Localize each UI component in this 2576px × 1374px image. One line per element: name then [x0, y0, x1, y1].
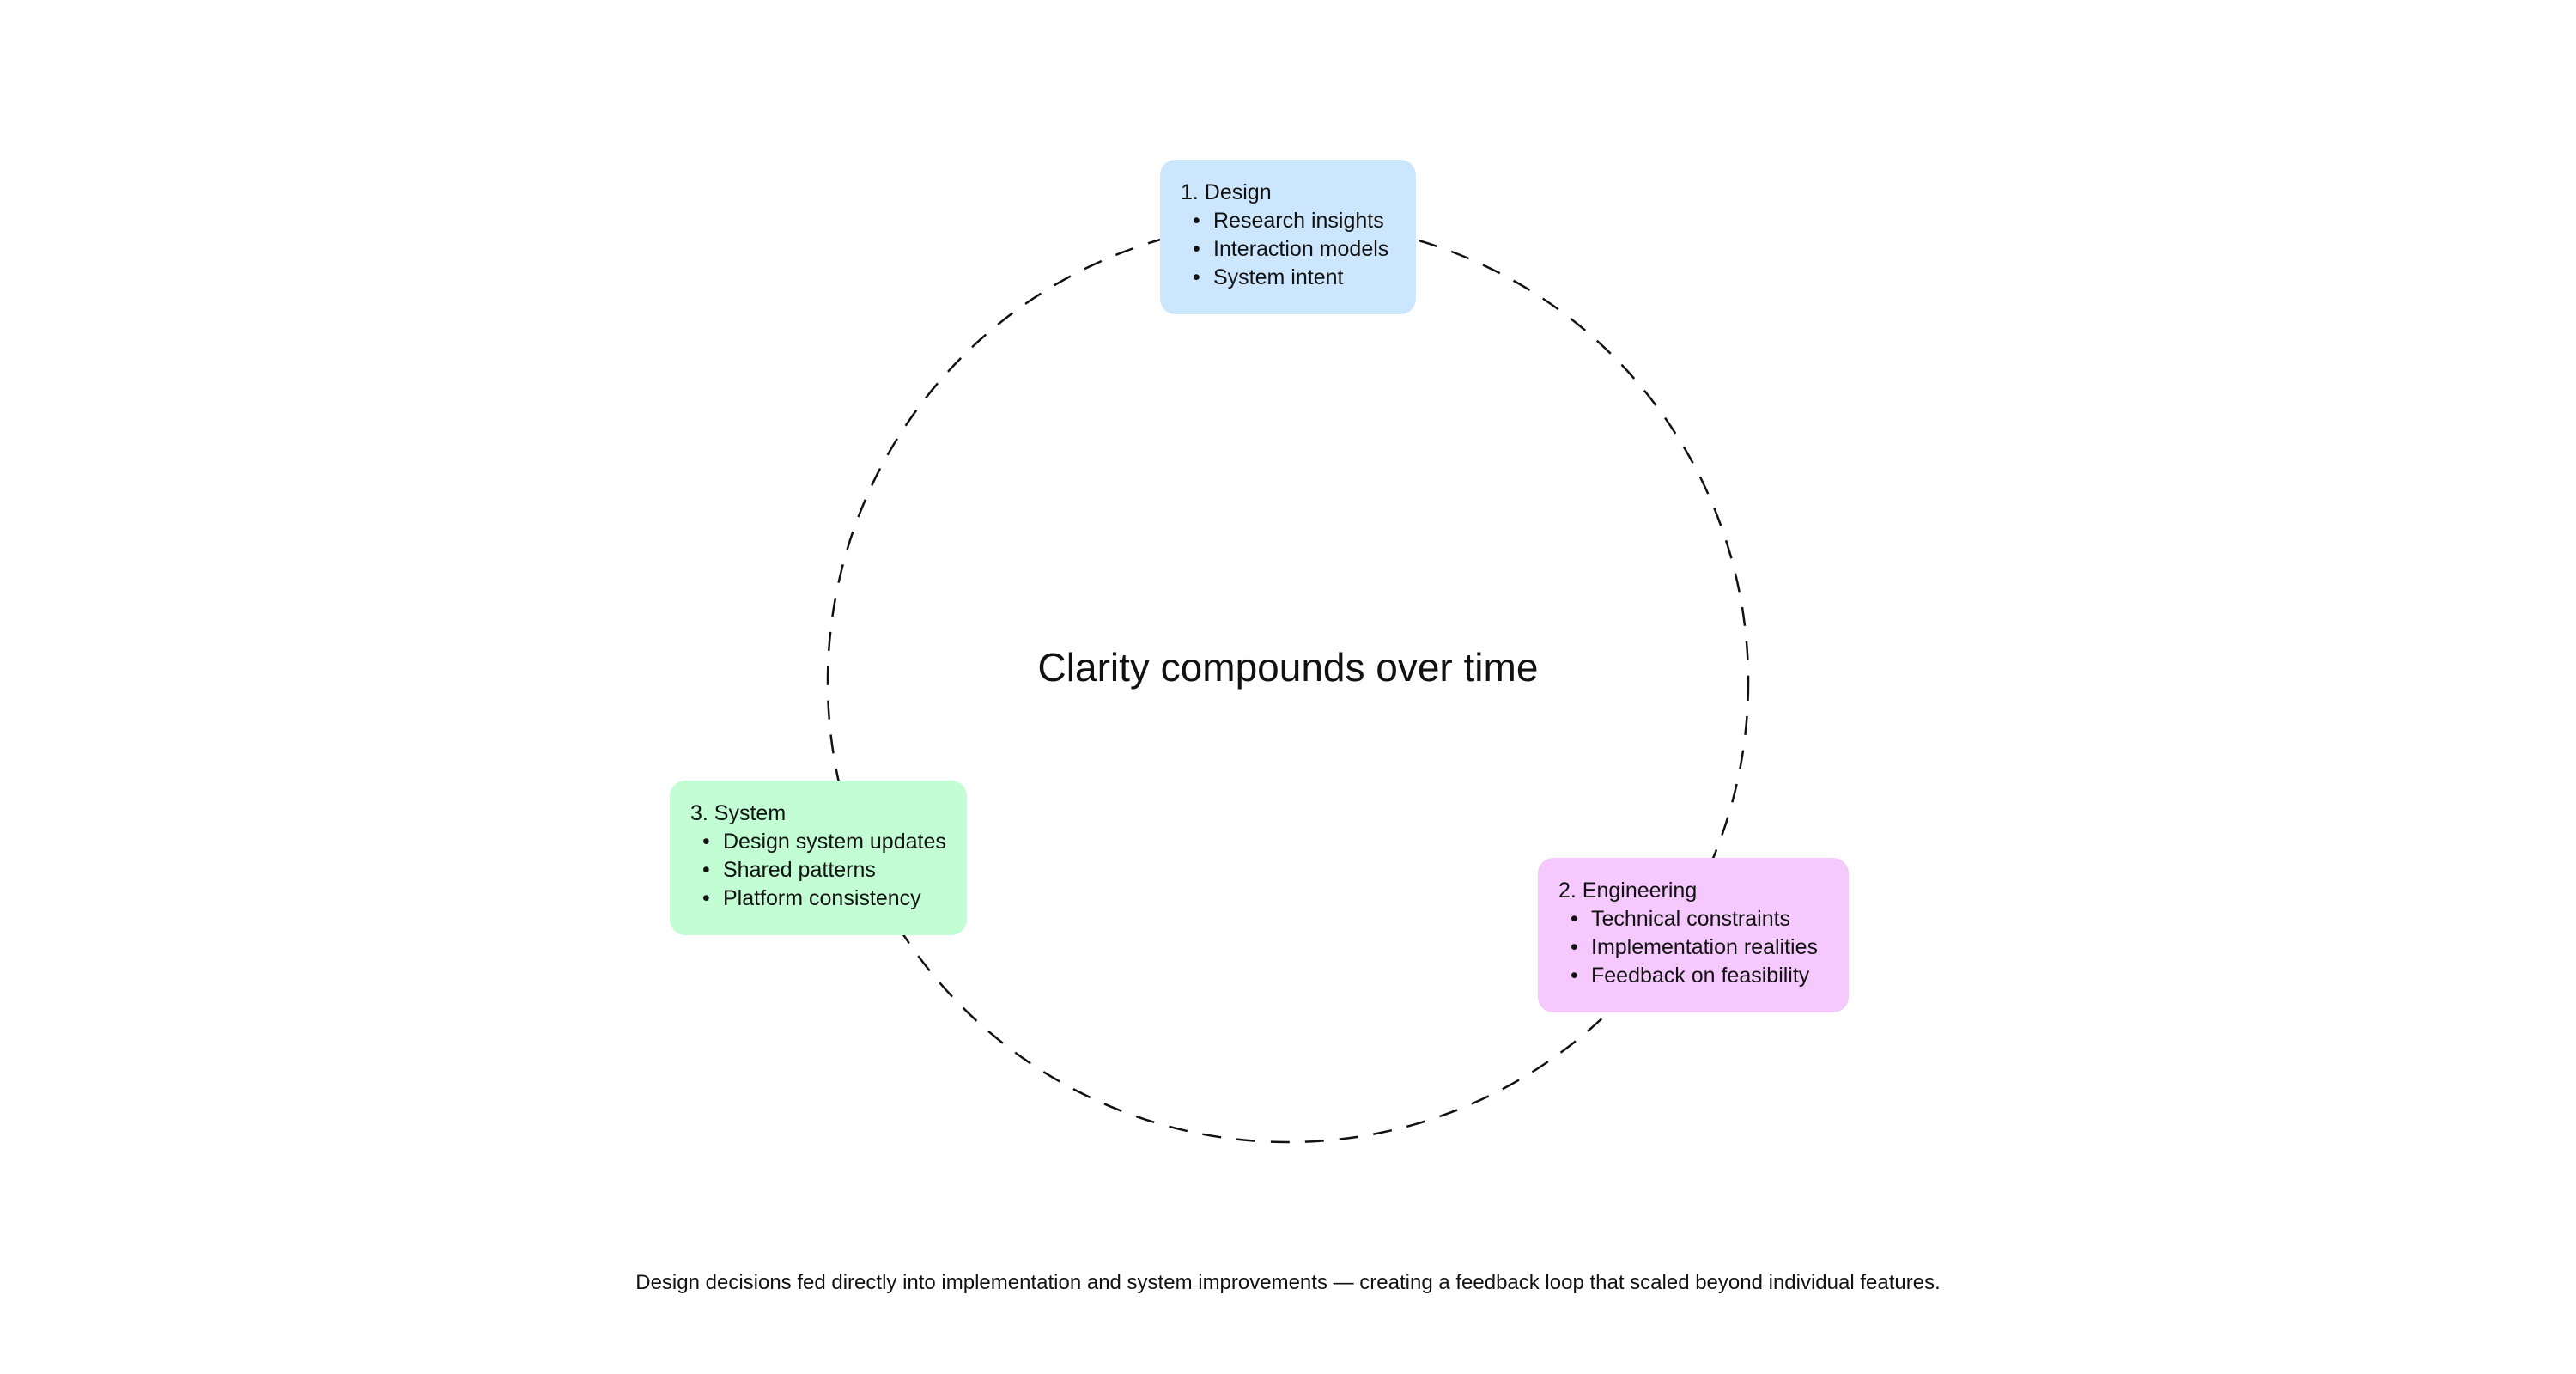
stage-card-system: 3. System Design system updates Shared p…	[670, 781, 967, 935]
stage-title: 2. Engineering	[1558, 879, 1698, 903]
stage-title: 1. Design	[1181, 180, 1272, 204]
stage-item: Technical constraints	[1571, 905, 1828, 933]
stage-item: Interaction models	[1193, 235, 1395, 264]
stage-item: Implementation realities	[1571, 933, 1828, 962]
stage-item: Research insights	[1193, 207, 1395, 235]
stage-item: Platform consistency	[702, 885, 946, 913]
caption: Design decisions fed directly into imple…	[635, 1271, 1941, 1294]
stage-item: Feedback on feasibility	[1571, 962, 1828, 990]
stage-card-engineering: 2. Engineering Technical constraints Imp…	[1538, 858, 1849, 1012]
stage-card-design: 1. Design Research insights Interaction …	[1160, 160, 1416, 314]
stage-title: 3. System	[690, 801, 787, 825]
stage-item: Shared patterns	[702, 856, 946, 885]
stage-item: System intent	[1193, 264, 1395, 292]
center-title: Clarity compounds over time	[1037, 645, 1539, 690]
stage-item: Design system updates	[702, 828, 946, 856]
